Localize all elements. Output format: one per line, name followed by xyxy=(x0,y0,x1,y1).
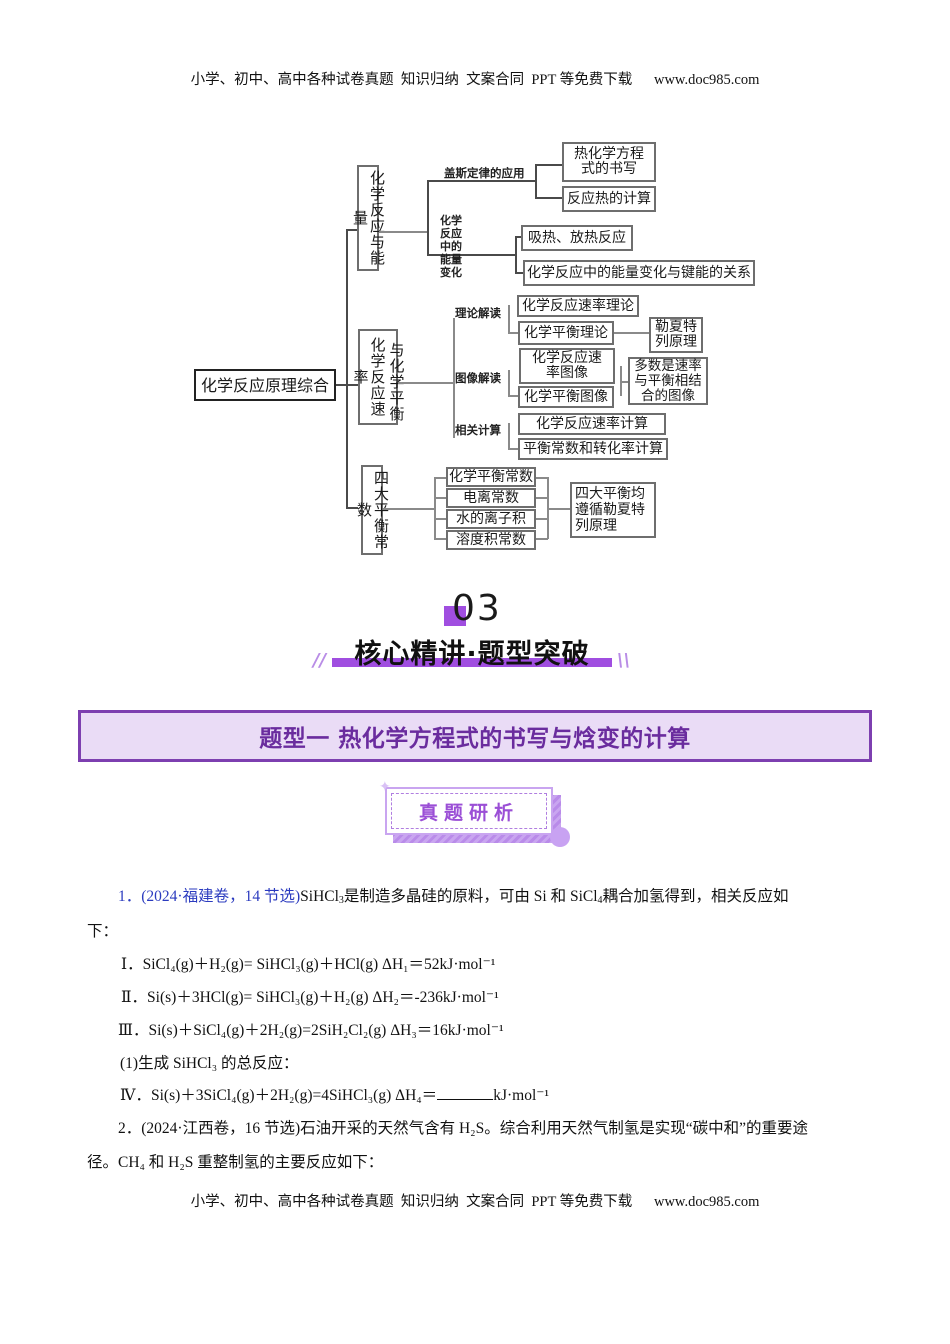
summary-le-chatelier: 四大平衡均遵循勒夏特列原理 xyxy=(570,482,656,538)
connector xyxy=(515,236,517,274)
page-header: 小学、初中、高中各种试卷真题 知识归纳 文案合同 PPT 等免费下载 www.d… xyxy=(190,72,760,88)
sub-label-theory: 理论解读 xyxy=(455,306,501,320)
section-title-underline xyxy=(332,658,612,667)
connector xyxy=(547,508,571,510)
question-type-banner: 题型一 热化学方程式的书写与焓变的计算 xyxy=(78,710,872,762)
question-1: (1)生成 SiHCl₃ 的总反应： xyxy=(120,1055,299,1072)
connector xyxy=(346,384,358,386)
sub-label-hess: 盖斯定律的应用 xyxy=(444,166,525,180)
extra-combined-graph: 多数是速率与平衡相结合的图像 xyxy=(628,357,708,405)
connector xyxy=(508,370,510,396)
reaction-1: Ⅰ．SiCl₄(g)＋H₂(g)= SiHCl₃(g)＋HCl(g) ΔH₁＝5… xyxy=(121,956,496,973)
problem-1-intro-cont: 下： xyxy=(87,923,119,940)
branch-energy: 化学反应与能量 xyxy=(351,165,386,271)
leaf: 化学平衡常数 xyxy=(446,467,536,487)
connector xyxy=(379,231,429,233)
connector xyxy=(535,164,563,166)
connector xyxy=(536,477,548,479)
connector xyxy=(434,538,446,540)
leaf: 热化学方程式的书写 xyxy=(562,142,656,182)
leaf: 化学平衡图像 xyxy=(518,386,614,408)
sub-label-graph: 图像解读 xyxy=(455,371,501,385)
leaf: 电离常数 xyxy=(446,488,536,508)
leaf: 化学平衡理论 xyxy=(518,321,614,345)
sparkle-icon: ✦ xyxy=(379,780,391,795)
connector xyxy=(508,305,510,333)
branch-four-constants: 四大平衡常数 xyxy=(355,465,390,555)
leaf: 化学反应中的能量变化与键能的关系 xyxy=(523,260,755,286)
sub-label-energy-change: 化学反应中的能量变化 xyxy=(440,214,462,279)
connector xyxy=(336,384,348,386)
connector xyxy=(515,236,523,238)
connector xyxy=(427,180,429,255)
connector xyxy=(515,272,525,274)
problem-2-intro-cont: 径。CH₄ 和 H₂S 重整制氢的主要反应如下： xyxy=(87,1154,384,1171)
connector xyxy=(535,164,537,198)
connector xyxy=(508,448,520,450)
leaf: 化学反应速率理论 xyxy=(517,295,639,317)
connector xyxy=(434,518,446,520)
section-title: 核心精讲·题型突破 xyxy=(354,639,590,670)
reaction-4: Ⅳ．Si(s)＋3SiCl₄(g)＋2H₂(g)=4SiHCl₃(g) ΔH₄＝… xyxy=(120,1087,550,1104)
connector xyxy=(620,381,630,383)
connector xyxy=(536,497,548,499)
leaf: 化学反应速率计算 xyxy=(518,413,666,435)
connector xyxy=(434,477,436,539)
decor-slash-left: // xyxy=(313,650,327,671)
problem-2-intro: 2．(2024·江西卷，16 节选)石油开采的天然气含有 H₂S。综合利用天然气… xyxy=(118,1120,808,1137)
leaf: 吸热、放热反应 xyxy=(521,225,633,251)
leaf: 溶度积常数 xyxy=(446,530,536,550)
planet-icon xyxy=(550,827,570,847)
connector xyxy=(536,518,548,520)
connector xyxy=(346,229,358,231)
problem-1-intro: 1．(2024·福建卷，14 节选)SiHCl3是制造多晶硅的原料，可由 Si … xyxy=(118,888,789,906)
connector xyxy=(614,332,650,334)
question-type-title: 题型一 热化学方程式的书写与焓变的计算 xyxy=(259,726,691,752)
connector xyxy=(508,395,520,397)
mindmap-root: 化学反应原理综合 xyxy=(194,369,336,401)
connector xyxy=(427,254,517,256)
connector xyxy=(434,497,446,499)
connector xyxy=(535,197,563,199)
connector xyxy=(536,538,548,540)
reaction-2: Ⅱ．Si(s)＋3HCl(g)= SiHCl₃(g)＋H₂(g) ΔH₂＝-23… xyxy=(121,989,499,1006)
leaf: 化学反应速率图像 xyxy=(519,348,615,384)
sub-label-calc: 相关计算 xyxy=(455,423,501,437)
connector xyxy=(508,332,520,334)
badge-zhenti: 真题研析 ✦ xyxy=(379,780,570,849)
connector xyxy=(383,508,435,510)
leaf: 反应热的计算 xyxy=(562,186,656,212)
connector xyxy=(346,507,358,509)
answer-blank[interactable] xyxy=(437,1087,494,1100)
section-number-accent xyxy=(444,606,466,626)
leaf: 平衡常数和转化率计算 xyxy=(518,438,668,460)
decor-slash-right: \\ xyxy=(617,650,631,671)
extra-le-chatelier: 勒夏特列原理 xyxy=(649,317,703,353)
leaf: 水的离子积 xyxy=(446,509,536,529)
reaction-3: Ⅲ．Si(s)＋SiCl₄(g)＋2H₂(g)=2SiH₂Cl₂(g) ΔH₃＝… xyxy=(118,1022,504,1039)
section-number: 03 xyxy=(452,588,502,629)
page-footer: 小学、初中、高中各种试卷真题 知识归纳 文案合同 PPT 等免费下载 www.d… xyxy=(190,1194,760,1210)
connector xyxy=(453,318,455,438)
badge-label: 真题研析 xyxy=(418,801,519,824)
badge-frame: 真题研析 xyxy=(385,787,553,835)
connector xyxy=(346,229,348,509)
connector xyxy=(398,382,454,384)
branch-rate-equilibrium: 化学反应速率 与化学平衡 xyxy=(352,329,406,425)
connector xyxy=(508,423,510,449)
connector xyxy=(434,477,446,479)
connector xyxy=(427,180,537,182)
